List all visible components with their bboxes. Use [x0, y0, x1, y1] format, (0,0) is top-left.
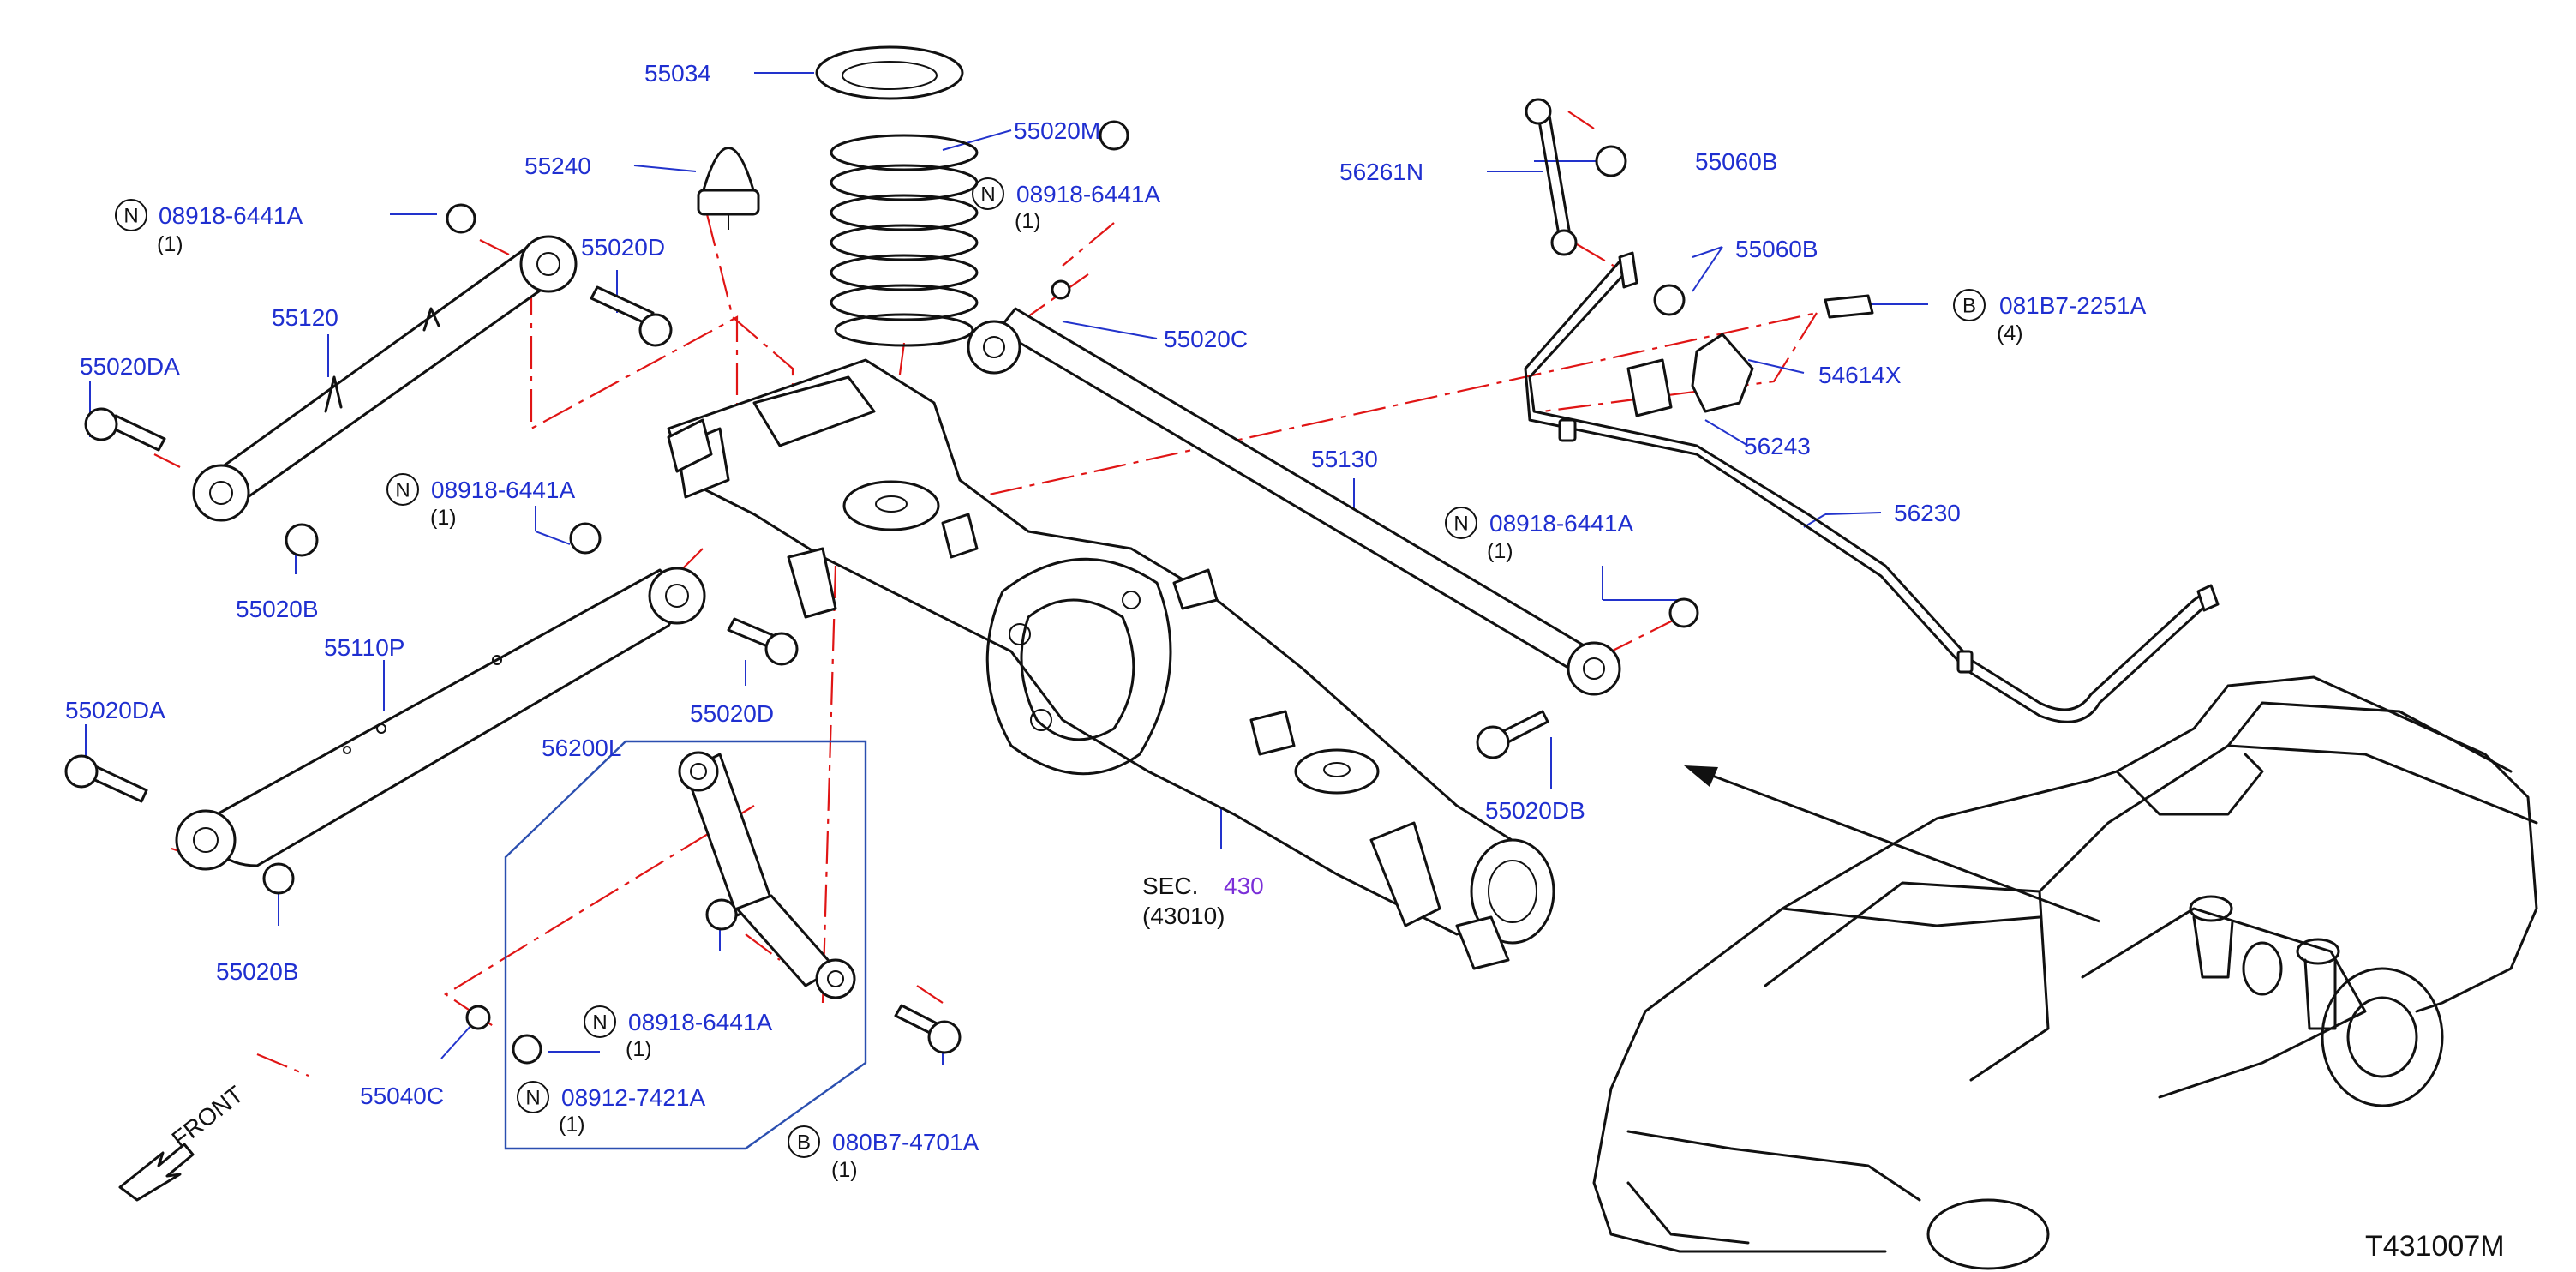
label-nut-08918-6441A: 08918-6441A	[628, 1009, 772, 1035]
label-55020M: 55020M	[1014, 117, 1100, 144]
label-55020B: 55020B	[236, 596, 319, 622]
axle-housing-drawing	[667, 358, 1555, 970]
label-55130: 55130	[1311, 446, 1378, 472]
label-bolt-081B7-2251A: 081B7-2251A	[1999, 292, 2147, 319]
nut-badge: N	[517, 1081, 549, 1113]
label-56200L: 56200L	[542, 735, 621, 761]
lateral-rod-drawing	[967, 307, 1621, 696]
diagram-reference-code: T431007M	[2365, 1230, 2505, 1263]
nut-badge: N	[1445, 507, 1477, 539]
stabilizer-bar-drawing	[1524, 251, 2220, 723]
label-55020D: 55020D	[690, 700, 774, 727]
label-qty: (1)	[430, 506, 457, 530]
svg-text:N: N	[592, 1011, 607, 1035]
shock-absorber-drawing	[678, 751, 856, 999]
lateral-rod-fasteners	[1476, 597, 1699, 759]
bump-stop-drawing	[697, 147, 760, 230]
stabilizer-link-drawing	[1525, 98, 1686, 316]
label-55040C: 55040C	[360, 1083, 444, 1109]
label-56230: 56230	[1894, 500, 1961, 526]
spring-seat-drawing	[815, 45, 964, 100]
shock-absorber-group-outline	[504, 740, 867, 1150]
label-nut-08918-6441A: 08918-6441A	[431, 477, 575, 503]
label-55120: 55120	[272, 304, 338, 331]
part-labels: 55034 55020M 55240 08918-6441A (1) 55020…	[65, 60, 2505, 1263]
nut-badge: N	[386, 473, 419, 506]
label-55020DA: 55020DA	[65, 697, 165, 723]
svg-text:N: N	[1453, 513, 1468, 536]
label-54614X: 54614X	[1818, 362, 1902, 388]
svg-text:B: B	[1962, 295, 1976, 318]
front-label: FRONT	[167, 1081, 249, 1153]
nut-badge: N	[972, 177, 1004, 210]
lower-link-fasteners	[64, 522, 799, 895]
label-qty: (1)	[831, 1158, 858, 1182]
label-qty: (1)	[559, 1113, 585, 1137]
label-nut-08918-6441A: 08918-6441A	[159, 202, 303, 229]
coil-spring-drawing	[830, 134, 979, 347]
label-section-sub: (43010)	[1142, 903, 1225, 929]
label-55060B: 55060B	[1735, 236, 1818, 262]
front-arrow: FRONT	[118, 1081, 249, 1202]
nut-badge: N	[584, 1005, 616, 1038]
svg-text:N: N	[525, 1087, 540, 1110]
label-55110P: 55110P	[324, 634, 404, 661]
label-nut-08918-6441A: 08918-6441A	[1489, 510, 1633, 537]
label-qty: (1)	[157, 232, 183, 256]
label-55020DA: 55020DA	[80, 353, 180, 380]
locator-arrow	[1684, 765, 2100, 923]
bolt-badge: B	[1953, 289, 1986, 321]
label-55034: 55034	[644, 60, 711, 87]
label-56243: 56243	[1744, 433, 1811, 459]
bolt-badge: B	[788, 1125, 820, 1158]
label-bolt-080B7-4701A: 080B7-4701A	[832, 1129, 979, 1155]
lower-link-drawing	[175, 567, 706, 871]
shock-fasteners	[465, 120, 1129, 1065]
label-56261N: 56261N	[1339, 159, 1423, 185]
label-55020D: 55020D	[581, 234, 665, 261]
label-55020DB: 55020DB	[1485, 797, 1585, 824]
label-55240: 55240	[524, 153, 591, 179]
label-section-number: 430	[1224, 873, 1264, 899]
label-qty: (4)	[1997, 321, 2023, 345]
upper-link-drawing	[192, 235, 578, 522]
stabilizer-bushing-drawing	[1626, 294, 1874, 417]
label-nut-08912-7421A: 08912-7421A	[561, 1084, 705, 1111]
upper-link-fasteners	[84, 203, 673, 557]
label-qty: (1)	[626, 1037, 652, 1061]
svg-text:N: N	[395, 479, 410, 502]
label-55060B: 55060B	[1695, 148, 1778, 175]
label-nut-08918-6441A: 08918-6441A	[1016, 181, 1160, 207]
svg-text:B: B	[797, 1131, 811, 1155]
label-section: SEC.	[1142, 873, 1198, 899]
label-55020C: 55020C	[1164, 326, 1248, 352]
label-qty: (1)	[1487, 539, 1513, 563]
vehicle-locator-drawing	[1592, 675, 2538, 1270]
label-qty: (1)	[1015, 209, 1041, 233]
svg-text:N: N	[980, 183, 995, 207]
label-55020B: 55020B	[216, 958, 299, 985]
nut-badge: N	[115, 199, 147, 231]
callout-badges: N N N N N N B B	[115, 177, 1986, 1158]
svg-text:N: N	[123, 205, 138, 228]
